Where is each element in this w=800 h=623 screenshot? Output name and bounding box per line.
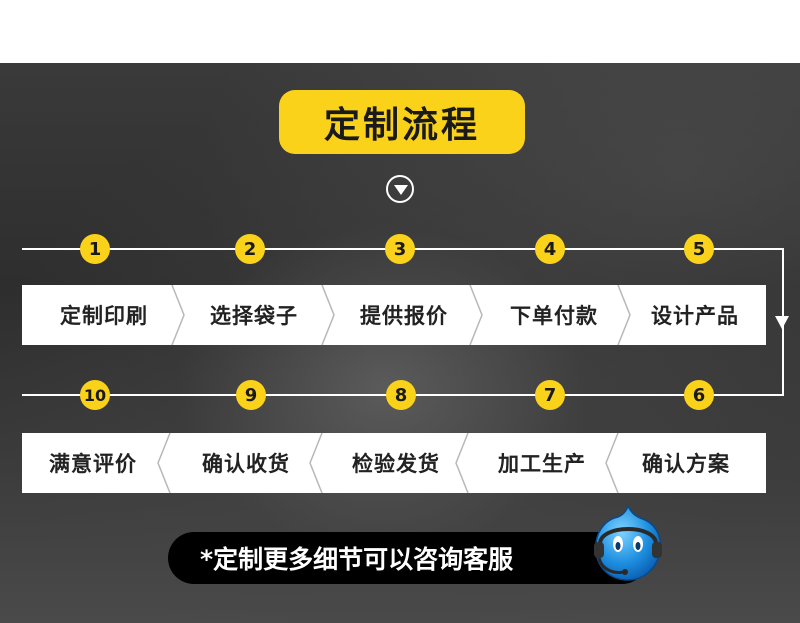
top-steps-bar [22,285,766,345]
step-label: 确认收货 [202,452,290,476]
step-number: 1 [80,234,110,264]
step-label: 设计产品 [651,304,739,328]
step-number: 5 [684,234,714,264]
top-bar-shape [22,285,766,345]
step-label: 加工生产 [498,452,586,476]
step-number: 8 [386,380,416,410]
top-margin [0,0,800,63]
step-label: 选择袋子 [210,304,298,328]
step-label: 下单付款 [510,304,598,328]
step-number: 2 [235,234,265,264]
consult-banner[interactable] [168,532,648,584]
step-label: 定制印刷 [60,304,148,328]
step-number: 4 [535,234,565,264]
bottom-steps-bar [22,433,766,493]
step-number: 6 [684,380,714,410]
customer-service-icon[interactable] [588,502,668,586]
step-label: 提供报价 [360,304,448,328]
step-label: 检验发货 [352,452,440,476]
arrow-down-icon [775,316,789,329]
page-title: 定制流程 [279,90,525,154]
step-number: 9 [236,380,266,410]
consult-text: *定制更多细节可以咨询客服 [200,545,514,574]
step-number: 10 [80,380,110,410]
step-number: 3 [385,234,415,264]
step-label: 确认方案 [642,452,730,476]
chevron-down-circle-icon [386,175,414,203]
step-number: 7 [535,380,565,410]
step-label: 满意评价 [49,452,137,476]
bottom-bar-shape [22,433,766,493]
